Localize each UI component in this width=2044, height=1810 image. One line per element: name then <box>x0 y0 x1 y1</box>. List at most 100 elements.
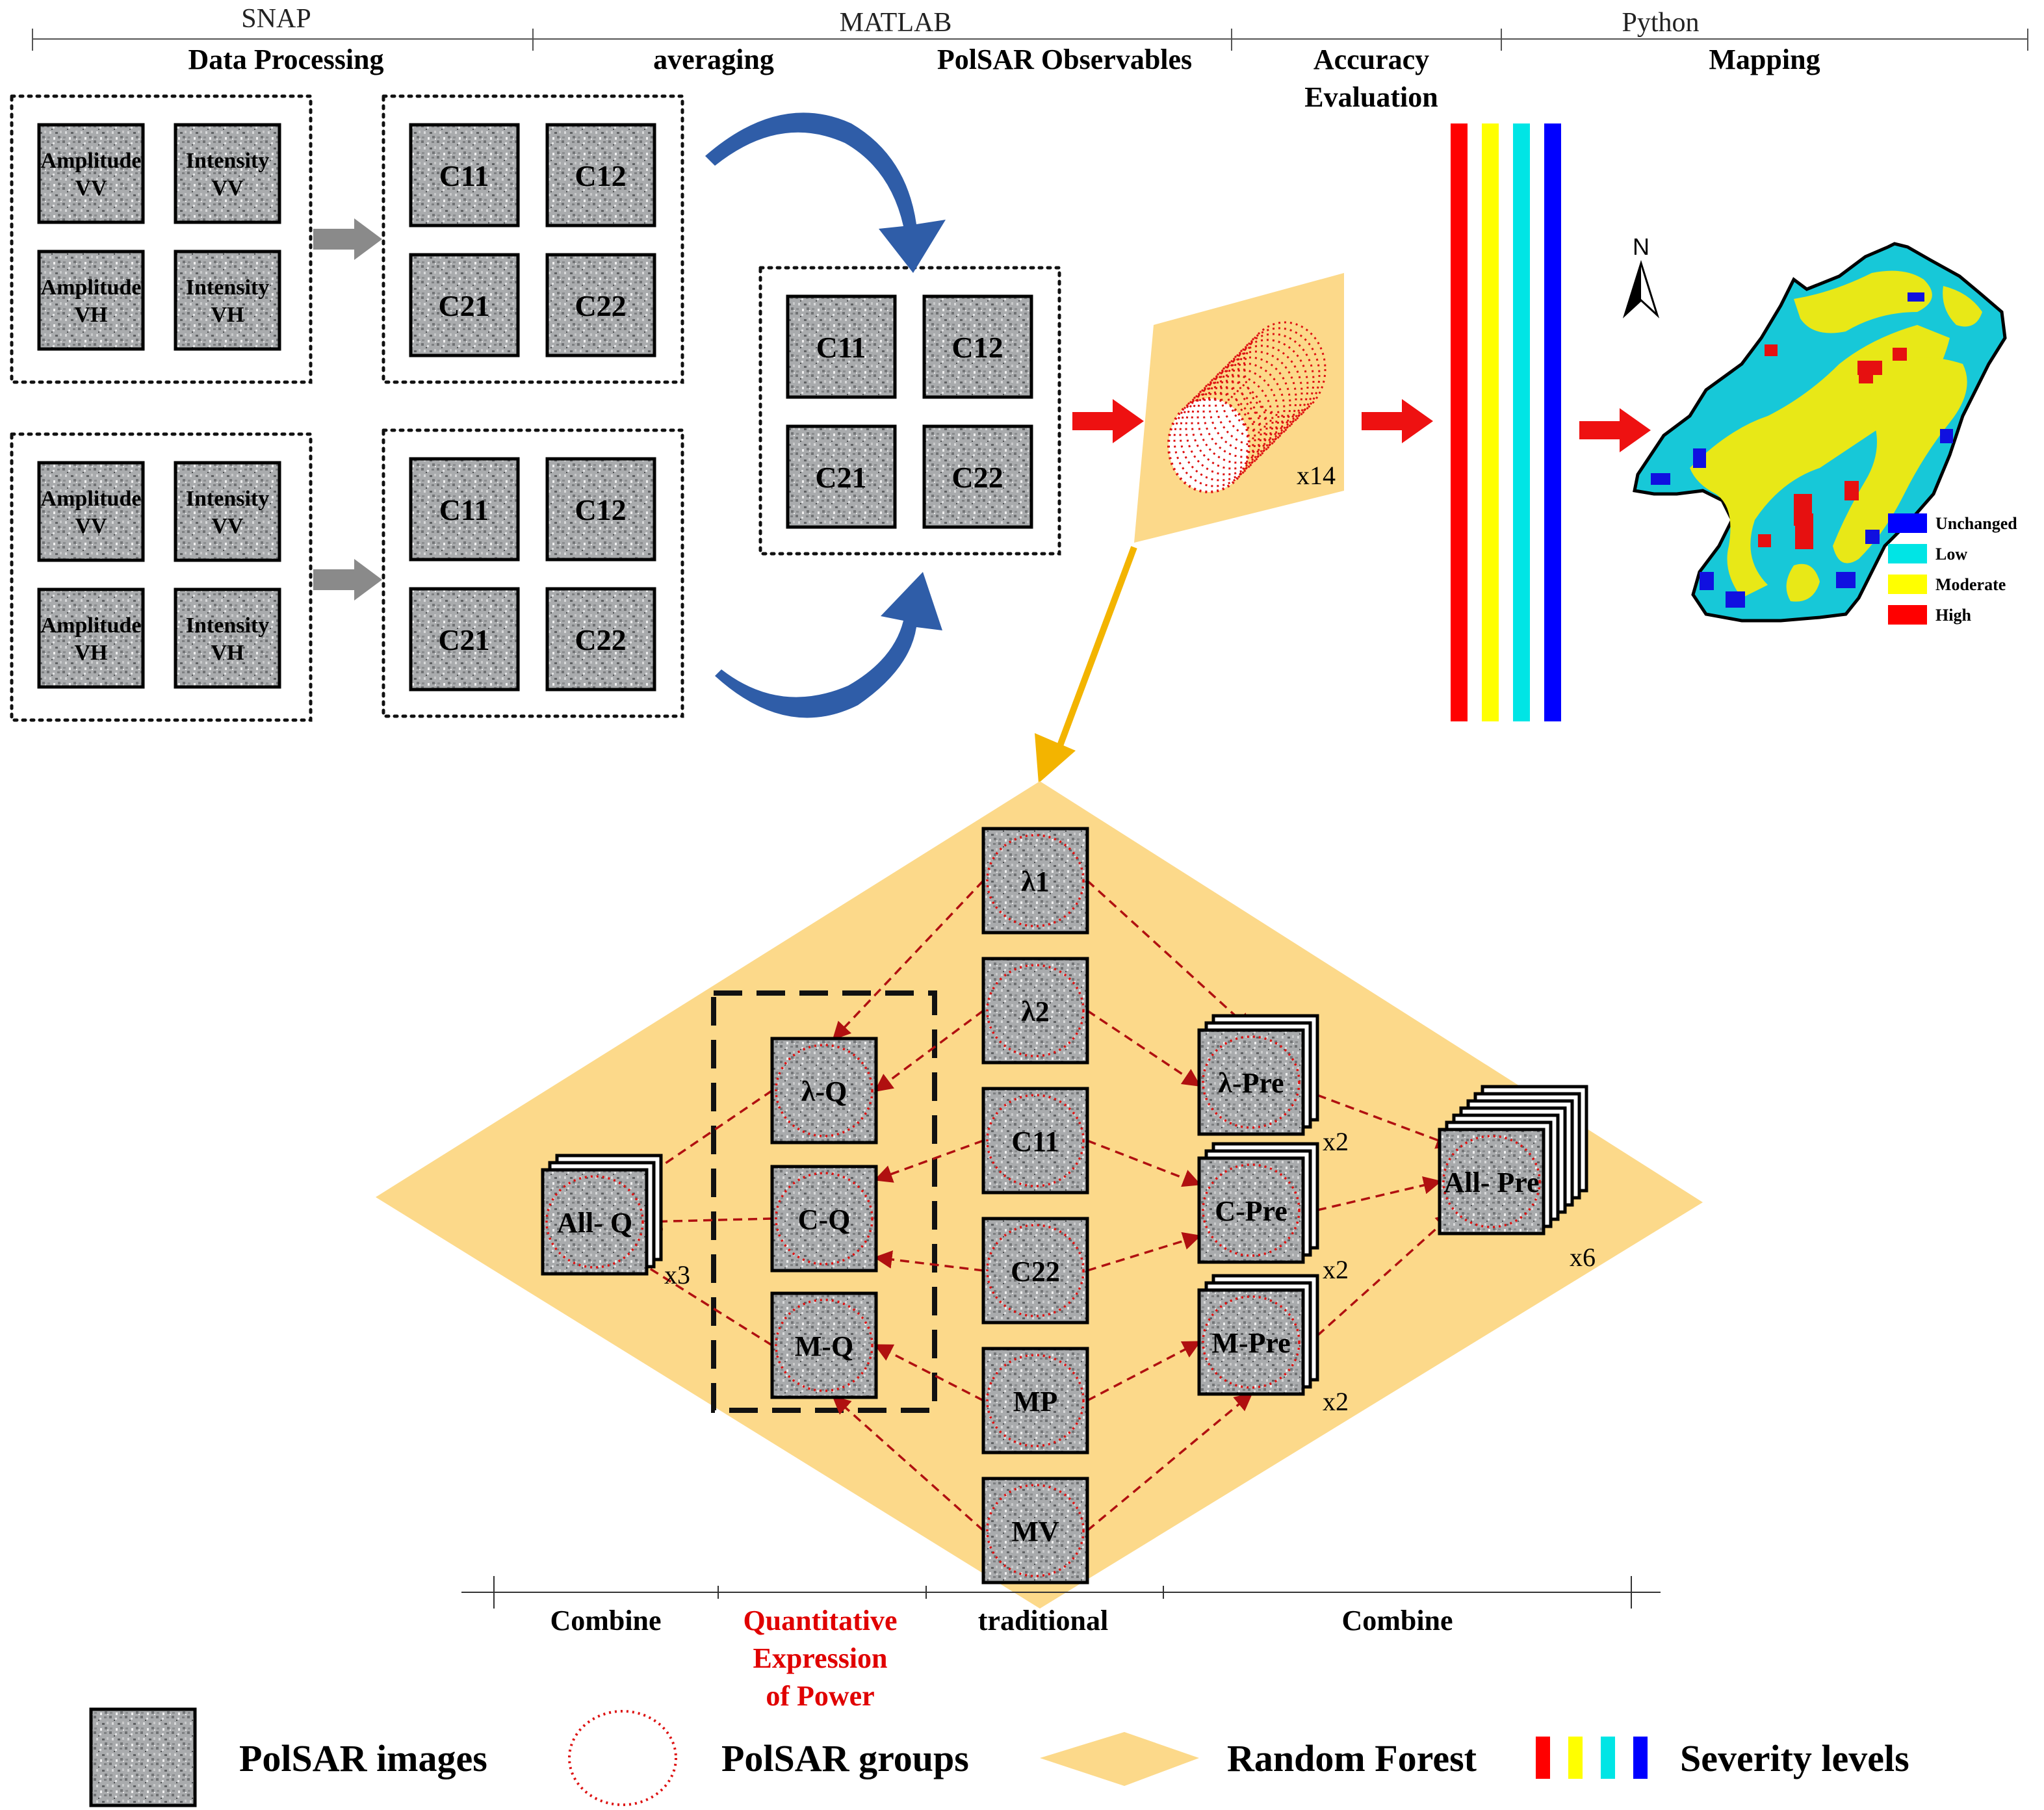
trad-tile-c22: C22 <box>981 1217 1089 1325</box>
rf-tree-11 <box>1232 333 1315 429</box>
trad-tile-lambda2: λ2 <box>981 957 1089 1065</box>
input-tile-pol: VH <box>75 303 108 327</box>
legend-severity-swatch-4 <box>1633 1737 1648 1779</box>
trad-tile-mp: MP <box>981 1347 1089 1454</box>
pre-tile-m-pre-label: M-Pre <box>1211 1327 1290 1359</box>
cov-tile-c22-2: C22 <box>545 587 656 692</box>
trad-tile-mp-label: MP <box>1013 1386 1057 1417</box>
cov-tile-label: C12 <box>575 493 626 526</box>
severity-bar-3 <box>1513 123 1530 721</box>
map-legend-label: Unchanged <box>1935 514 2017 533</box>
cov-tile-label: C21 <box>438 289 489 322</box>
pre-multiplier-lambda-pre: x2 <box>1323 1127 1349 1156</box>
map-legend-label: Low <box>1935 545 1967 563</box>
q-tile-m-q: M-Q <box>770 1291 878 1399</box>
north-label: N <box>1633 233 1649 260</box>
random-forest-panel: x14 <box>1134 273 1344 543</box>
input-tile-label: Amplitude <box>41 487 142 511</box>
all-pre-multiplier: x6 <box>1570 1243 1596 1272</box>
pre-tile-lambda-pre: λ-Pre <box>1197 1014 1319 1136</box>
snap-group-bottom <box>10 432 313 722</box>
legend-severity-swatch-1 <box>1536 1737 1550 1779</box>
trad-tile-mv-label: MV <box>1011 1516 1059 1547</box>
legend-severity-swatch-2 <box>1568 1737 1583 1779</box>
trad-tile-lambda1-label: λ1 <box>1021 866 1050 898</box>
rf-tree-3 <box>1185 380 1268 476</box>
cov-tile-c11-1: C11 <box>409 123 520 227</box>
severity-bar-1 <box>1451 123 1468 721</box>
legend-random-forest: Random Forest <box>1040 1732 1477 1786</box>
cov-tile-c12-2: C12 <box>545 457 656 562</box>
pre-tile-lambda-pre-label: λ-Pre <box>1218 1067 1284 1099</box>
stage-data-processing: Data Processing <box>188 44 383 75</box>
rf-tree-4 <box>1191 374 1274 470</box>
rf-tree-9 <box>1220 344 1303 441</box>
severity-bars <box>1451 123 1561 721</box>
red-arrow-to-accuracy <box>1362 399 1433 443</box>
cov-tile-label: C11 <box>439 159 489 192</box>
q-tile-c-q: C-Q <box>770 1165 878 1273</box>
map-legend-swatch <box>1888 575 1927 594</box>
rf-tree-13 <box>1243 321 1326 417</box>
rf-multiplier: x14 <box>1297 461 1336 490</box>
severity-bar-2 <box>1482 123 1499 721</box>
cov-group-averaged <box>758 266 1061 556</box>
q-tile-lambda-q-label: λ-Q <box>801 1076 847 1107</box>
pre-tile-m-pre: M-Pre <box>1197 1274 1319 1396</box>
rf-tree-6 <box>1202 362 1286 458</box>
map-legend-swatch <box>1888 544 1927 563</box>
map-legend-unchanged: Unchanged <box>1888 513 2017 533</box>
map-legend-label: High <box>1935 606 1971 625</box>
cov-tile-c12-3: C12 <box>922 294 1033 399</box>
rf-tree-2 <box>1179 385 1262 482</box>
cov-tile-label: C22 <box>575 289 626 322</box>
map-legend-moderate: Moderate <box>1888 575 2006 594</box>
pre-tile-c-pre-label: C-Pre <box>1215 1195 1287 1227</box>
cov-tile-c11-2: C11 <box>409 457 520 562</box>
pre-multiplier-c-pre: x2 <box>1323 1255 1349 1284</box>
input-tile-label: Amplitude <box>41 614 142 638</box>
legend-polsar-groups: PolSAR groups <box>568 1710 969 1806</box>
trad-tile-mv: MV <box>981 1477 1089 1584</box>
all-q-tile: All- Q <box>541 1154 663 1276</box>
grey-arrow-top <box>313 218 382 260</box>
legend-random-forest-label: Random Forest <box>1227 1737 1477 1779</box>
input-tile-label: Amplitude <box>41 149 142 173</box>
cov-tile-label: C22 <box>951 461 1003 494</box>
qep-dashed-box <box>711 990 937 1413</box>
all-pre-tile-label: All- Pre <box>1443 1167 1539 1198</box>
legend-polsar-images: PolSAR images <box>89 1707 487 1807</box>
all-q-multiplier: x3 <box>664 1260 690 1289</box>
all-q-tile-label: All- Q <box>557 1207 632 1239</box>
north-arrow: N <box>1622 233 1660 318</box>
input-tile-label: Intensity <box>186 149 269 173</box>
legend: PolSAR images PolSAR groups Random Fores… <box>89 1707 1909 1807</box>
q-tile-lambda-q: λ-Q <box>770 1037 878 1144</box>
cov-tile-c11-3: C11 <box>786 294 897 399</box>
orange-arrow-down <box>1035 546 1137 783</box>
cov-tile-label: C11 <box>439 493 489 526</box>
snap-group-top <box>10 94 313 384</box>
input-tile-pol: VH <box>211 641 244 665</box>
input-tile-pol: VV <box>211 514 244 538</box>
trad-tile-c22-label: C22 <box>1011 1256 1060 1287</box>
legend-severity-swatch-3 <box>1601 1737 1615 1779</box>
severity-bar-4 <box>1544 123 1561 721</box>
rf-tree-1 <box>1173 391 1256 487</box>
map-legend-low: Low <box>1888 544 1967 563</box>
cov-tile-c12-1: C12 <box>545 123 656 227</box>
trad-tile-c11-label: C11 <box>1011 1126 1059 1157</box>
trad-tile-lambda2-label: λ2 <box>1021 996 1050 1028</box>
pre-tile-c-pre: C-Pre <box>1197 1142 1319 1264</box>
legend-polsar-images-label: PolSAR images <box>239 1737 487 1779</box>
